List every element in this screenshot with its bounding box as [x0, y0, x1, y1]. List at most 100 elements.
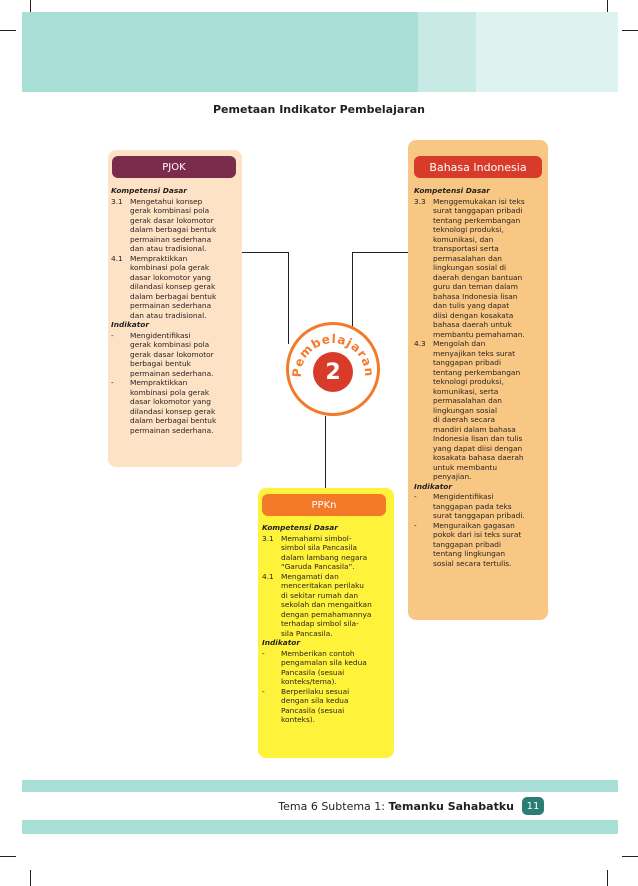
item-line: lingkungan sosial di: [433, 263, 507, 272]
item-line: kombinasi pola gerak: [130, 387, 210, 397]
item-line: Menguraikan gagasan: [433, 520, 515, 530]
item-line: menceritakan perilaku: [281, 581, 364, 590]
item-line: dan tulis yang dapat: [433, 301, 510, 310]
crop-mark: [607, 0, 608, 16]
kompetensi-dasar-heading: Kompetensi Dasar: [414, 186, 490, 195]
crop-mark: [0, 856, 16, 857]
item-line: di sekitar rumah dan: [281, 590, 359, 600]
item-number: -: [262, 648, 265, 658]
item-line: Mengidentifikasi: [130, 330, 191, 340]
item-line: komunikasi, dan: [433, 234, 494, 244]
item-line: gerak kombinasi pola: [130, 206, 210, 215]
indikator-heading: Indikator: [414, 481, 452, 491]
crop-mark: [622, 856, 638, 857]
item-line: simbol sila Pancasila: [281, 543, 357, 552]
crop-mark: [607, 870, 608, 886]
item-line: bahasa Indonesia lisan: [433, 291, 518, 301]
item-line: teknologi produksi,: [433, 377, 504, 386]
item-line: penyajian.: [433, 472, 472, 481]
item-number: 4.1: [111, 253, 123, 263]
item-line: sila Pancasila.: [281, 628, 333, 638]
header-tile: [418, 12, 476, 92]
item-line: konteks).: [281, 715, 316, 724]
item-line: pengamalan sila kedua: [281, 658, 367, 667]
item-line: dalam berbagai bentuk: [130, 416, 217, 425]
item-line: gerak dasar lokomotor: [130, 215, 214, 225]
item-line: kosakata bahasa daerah: [433, 453, 524, 462]
kompetensi-dasar-heading: Kompetensi Dasar: [262, 523, 338, 532]
item-line: dasar lokomotor yang: [130, 272, 211, 282]
item-line: Memberikan contoh: [281, 648, 355, 658]
item-line: di daerah secara: [433, 415, 496, 424]
item-number: 3.1: [111, 196, 123, 206]
item-line: menyajikan teks surat: [433, 348, 516, 358]
item-number: -: [414, 492, 417, 501]
item-line: dalam lambang negara: [281, 552, 368, 562]
item-line: Mempraktikkan: [130, 378, 188, 387]
item-line: Mengolah dan: [433, 339, 486, 348]
crop-mark: [622, 30, 638, 31]
ppkn-panel: [258, 488, 394, 758]
indikator-heading: Indikator: [262, 638, 300, 647]
item-line: Pancasila (sesuai: [281, 705, 345, 715]
item-line: transportasi serta: [433, 244, 499, 253]
item-line: teknologi produksi,: [433, 225, 504, 234]
item-line: daerah dengan bantuan: [433, 272, 523, 282]
connector-line: [288, 252, 289, 344]
indikator-heading: Indikator: [111, 320, 149, 329]
item-line: Mempraktikkan: [130, 253, 188, 263]
item-line: kombinasi pola gerak: [130, 263, 210, 272]
ppkn-title: PPKn: [262, 494, 386, 516]
page-title: Pemetaan Indikator Pembelajaran: [213, 103, 425, 116]
item-line: membantu pemahaman.: [433, 329, 525, 339]
pjok-title: PJOK: [112, 156, 236, 178]
item-line: permainan sederhana: [130, 234, 212, 244]
item-line: pokok dari isi teks surat: [433, 530, 522, 539]
item-line: dengan pemahamannya: [281, 609, 372, 619]
item-line: diisi dengan kosakata: [433, 310, 514, 320]
item-number: 3.3: [414, 196, 426, 206]
item-number: 4.3: [414, 339, 426, 348]
kompetensi-dasar-heading: Kompetensi Dasar: [111, 186, 187, 195]
item-line: mandiri dalam bahasa: [433, 424, 516, 434]
item-line: permainan sederhana.: [130, 425, 214, 435]
item-line: tanggapan pribadi: [433, 539, 502, 549]
item-line: bahasa daerah untuk: [433, 320, 512, 329]
item-line: Berperilaku sesuai: [281, 686, 350, 696]
connector-line: [242, 252, 288, 253]
item-line: tentang perkembangan: [433, 367, 521, 377]
item-line: dasar lokomotor yang: [130, 397, 211, 406]
item-line: untuk membantu: [433, 462, 498, 472]
bahasa-indonesia-title: Bahasa Indonesia: [414, 156, 542, 178]
connector-line: [352, 252, 353, 344]
pjok-panel: [108, 150, 242, 467]
item-line: dilandasi konsep gerak: [130, 406, 216, 416]
footer-text: Tema 6 Subtema 1: Temanku Sahabatku: [260, 800, 514, 813]
item-line: surat tanggapan pribadi: [433, 206, 523, 215]
item-line: Indonesia lisan dan tulis: [433, 434, 523, 443]
item-number: -: [111, 330, 114, 340]
item-line: dan atau tradisional.: [130, 244, 207, 253]
footer-theme: Tema 6 Subtema 1:: [278, 800, 389, 813]
item-line: permainan sederhana.: [130, 368, 214, 378]
item-line: konteks/tema).: [281, 677, 337, 686]
pembelajaran-number: 2: [313, 352, 353, 392]
footer-strip: [22, 792, 618, 820]
item-line: dalam berbagai bentuk: [130, 291, 217, 301]
item-line: Memahami simbol-: [281, 533, 352, 543]
